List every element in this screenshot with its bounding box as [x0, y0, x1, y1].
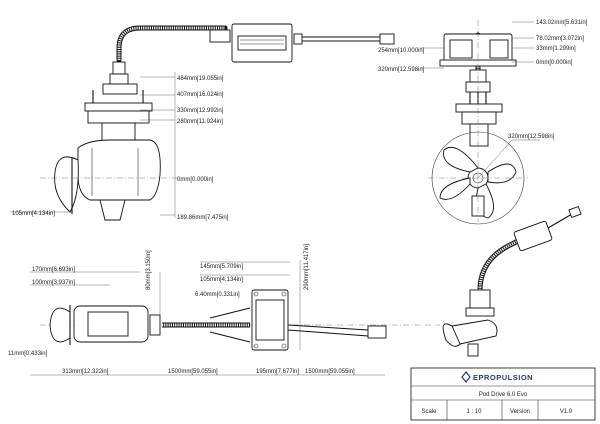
dim-label: 6.40mm[0.331in]: [195, 292, 240, 298]
front-view: [420, 20, 540, 225]
title-block: [410, 367, 596, 421]
dim-label: 105mm[4.134in]: [200, 277, 243, 283]
side-view-labels: 484mm[19.055in] 407mm[16.024in] 330mm[12…: [12, 76, 229, 221]
dim-label: 484mm[19.055in]: [177, 76, 224, 82]
dim-label: 189.86mm[7.475in]: [177, 215, 229, 221]
dim-label: 78.02mm[3.072in]: [536, 36, 584, 42]
isometric-view: [442, 205, 582, 357]
dim-label: 1500mm[59.055in]: [168, 369, 218, 375]
dim-label: 320mm[12.598in]: [378, 67, 425, 73]
dim-label: 143.02mm[5.631in]: [536, 20, 588, 26]
scale-label: Scale: [421, 409, 437, 415]
plan-view: [30, 260, 440, 376]
dim-label: 100mm[3.937in]: [32, 280, 75, 286]
front-view-labels: 143.02mm[5.631in] 78.02mm[3.072in] 33mm[…: [378, 20, 588, 140]
scale-value: 1 : 10: [466, 409, 482, 415]
dim-label: 80mm[3.150in]: [146, 250, 152, 290]
dim-label: 11mm[0.433in]: [8, 351, 48, 357]
version-value: V1.0: [560, 409, 573, 415]
dim-label: 170mm[6.693in]: [32, 267, 75, 273]
dim-label: 0mm[0.000in]: [536, 60, 573, 66]
dim-label: 280mm[11.024in]: [177, 119, 223, 125]
dim-label: 105mm[4.134in]: [12, 211, 55, 217]
brand-logo-icon: [461, 371, 471, 383]
dim-label: 320mm[12.598in]: [508, 134, 555, 140]
side-view: [10, 23, 395, 221]
dim-label: 290mm[11.417in]: [304, 244, 310, 290]
dim-label: 145mm[5.709in]: [200, 264, 243, 270]
product-name: Pod Drive 6.0 Evo: [479, 392, 528, 398]
brand-name: EPROPULSION: [473, 373, 533, 382]
dim-label: 195mm[7.677in]: [256, 369, 299, 375]
dim-label: 407mm[16.024in]: [177, 92, 224, 98]
dim-label: 1500mm[59.055in]: [305, 369, 355, 375]
plan-view-labels: 170mm[6.693in] 100mm[3.937in] 80mm[3.150…: [8, 244, 355, 375]
dim-label: 254mm[10.000in]: [378, 48, 425, 54]
dim-label: 0mm[0.000in]: [177, 177, 214, 183]
dim-label: 33mm[1.299in]: [536, 46, 576, 52]
version-label: Version: [510, 409, 530, 415]
dim-label: 330mm[12.992in]: [177, 108, 224, 114]
dim-label: 313mm[12.322in]: [62, 369, 109, 375]
